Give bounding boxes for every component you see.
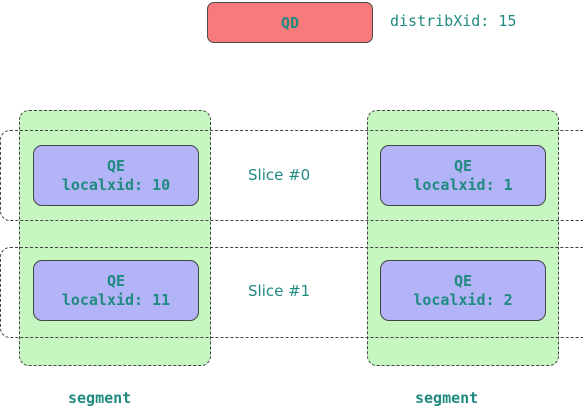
slice-label-0: Slice #0	[248, 166, 311, 184]
qe-localxid: localxid: 11	[61, 290, 171, 309]
qd-label: QD	[280, 13, 300, 32]
distrib-xid-label: distribXid: 15	[390, 12, 517, 30]
slice-label-1: Slice #1	[248, 282, 311, 300]
qe-box-seg0-slice0: QE localxid: 10	[33, 145, 199, 206]
qe-title: QE	[453, 156, 473, 175]
qe-box-seg1-slice0: QE localxid: 1	[380, 145, 546, 206]
slice-band-1	[0, 247, 583, 338]
qe-title: QE	[106, 156, 126, 175]
qe-title: QE	[106, 271, 126, 290]
segment-label-left: segment	[68, 389, 132, 407]
qe-localxid: localxid: 1	[413, 175, 513, 194]
qe-title: QE	[453, 271, 473, 290]
qd-box: QD	[207, 2, 373, 43]
segment-label-right: segment	[415, 389, 479, 407]
qe-localxid: localxid: 10	[61, 175, 171, 194]
qe-box-seg1-slice1: QE localxid: 2	[380, 260, 546, 321]
slice-band-0	[0, 130, 583, 221]
qe-localxid: localxid: 2	[413, 290, 513, 309]
qe-box-seg0-slice1: QE localxid: 11	[33, 260, 199, 321]
